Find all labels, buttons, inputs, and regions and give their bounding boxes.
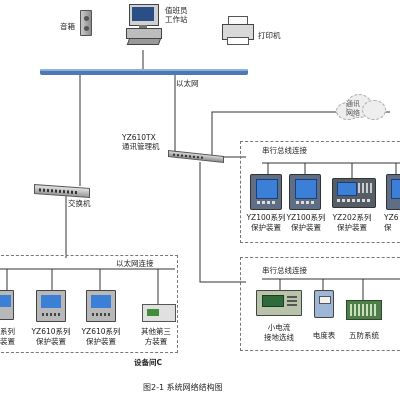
ethernet-label: 以太网 (176, 79, 199, 88)
relay-device-icon (332, 178, 376, 208)
workstation-label-1: 值班员 (165, 6, 188, 15)
comm-manager-model: YZ610TX (122, 133, 156, 142)
serial-top-device-3-line1: YZ202系列 (332, 213, 372, 222)
eth-device-3-line2: 保护装置 (86, 337, 116, 346)
serial-group-bottom (240, 257, 400, 351)
ethernet-group (0, 255, 178, 353)
serial-top-device-2-line2: 保护装置 (291, 223, 321, 232)
cloud-icon (332, 92, 386, 122)
cloud-label-1: 通讯 (346, 100, 360, 108)
ethernet-group-title: 以太网连接 (116, 259, 154, 268)
eth-device-4-line1: 其他第三 (141, 327, 171, 336)
switch-label: 交换机 (68, 199, 91, 208)
serial-top-device-4-line1: YZ6 (384, 213, 399, 222)
serial-top-device-4-line2: 保 (384, 223, 392, 232)
serial-top-device-2-line1: YZ100系列 (286, 213, 326, 222)
relay-device-icon (386, 174, 400, 210)
serial-bottom-device-1-line1: 小电流 (267, 323, 291, 332)
relay-device-icon (289, 174, 321, 210)
serial-bottom-device-1-line2: 接地选线 (264, 333, 294, 342)
speaker-label: 音箱 (60, 22, 75, 31)
ground-fault-selector-icon (256, 290, 302, 316)
room-c-label: 设备间C (134, 358, 163, 367)
protection-device-icon (36, 290, 66, 322)
serial-bottom-title: 串行总线连接 (262, 266, 307, 275)
eth-device-3-line1: YZ610系列 (81, 327, 121, 336)
printer-label: 打印机 (258, 31, 281, 40)
serial-top-title: 串行总线连接 (262, 146, 307, 155)
protection-device-icon (86, 290, 116, 322)
workstation-label-2: 工作站 (165, 15, 188, 24)
anti-misoperation-system-icon (346, 300, 382, 320)
protection-device-icon (0, 290, 14, 320)
third-party-device-icon (142, 304, 176, 322)
serial-bottom-device-3-line1: 五防系统 (349, 331, 379, 340)
energy-meter-icon (314, 290, 334, 318)
eth-device-2-line1: YZ610系列 (31, 327, 71, 336)
eth-device-1-line2: 装置 (0, 337, 15, 346)
serial-bottom-device-2-line1: 电度表 (312, 331, 336, 340)
printer-icon (222, 16, 254, 45)
relay-device-icon (250, 174, 282, 210)
eth-device-2-line2: 保护装置 (36, 337, 66, 346)
workstation-icon (126, 4, 162, 45)
serial-top-device-1-line1: YZ100系列 (246, 213, 286, 222)
eth-device-4-line2: 方装置 (144, 337, 168, 346)
cloud-label-2: 网络 (346, 109, 360, 117)
serial-top-device-1-line2: 保护装置 (251, 223, 281, 232)
figure-caption: 图2-1 系统网络结构图 (143, 383, 223, 392)
comm-manager-name: 通讯管理机 (122, 142, 160, 151)
serial-top-device-3-line2: 保护装置 (337, 223, 367, 232)
serial-group-top (240, 141, 400, 243)
speaker-icon (80, 10, 92, 36)
eth-device-1-line1: 系列 (0, 327, 15, 336)
